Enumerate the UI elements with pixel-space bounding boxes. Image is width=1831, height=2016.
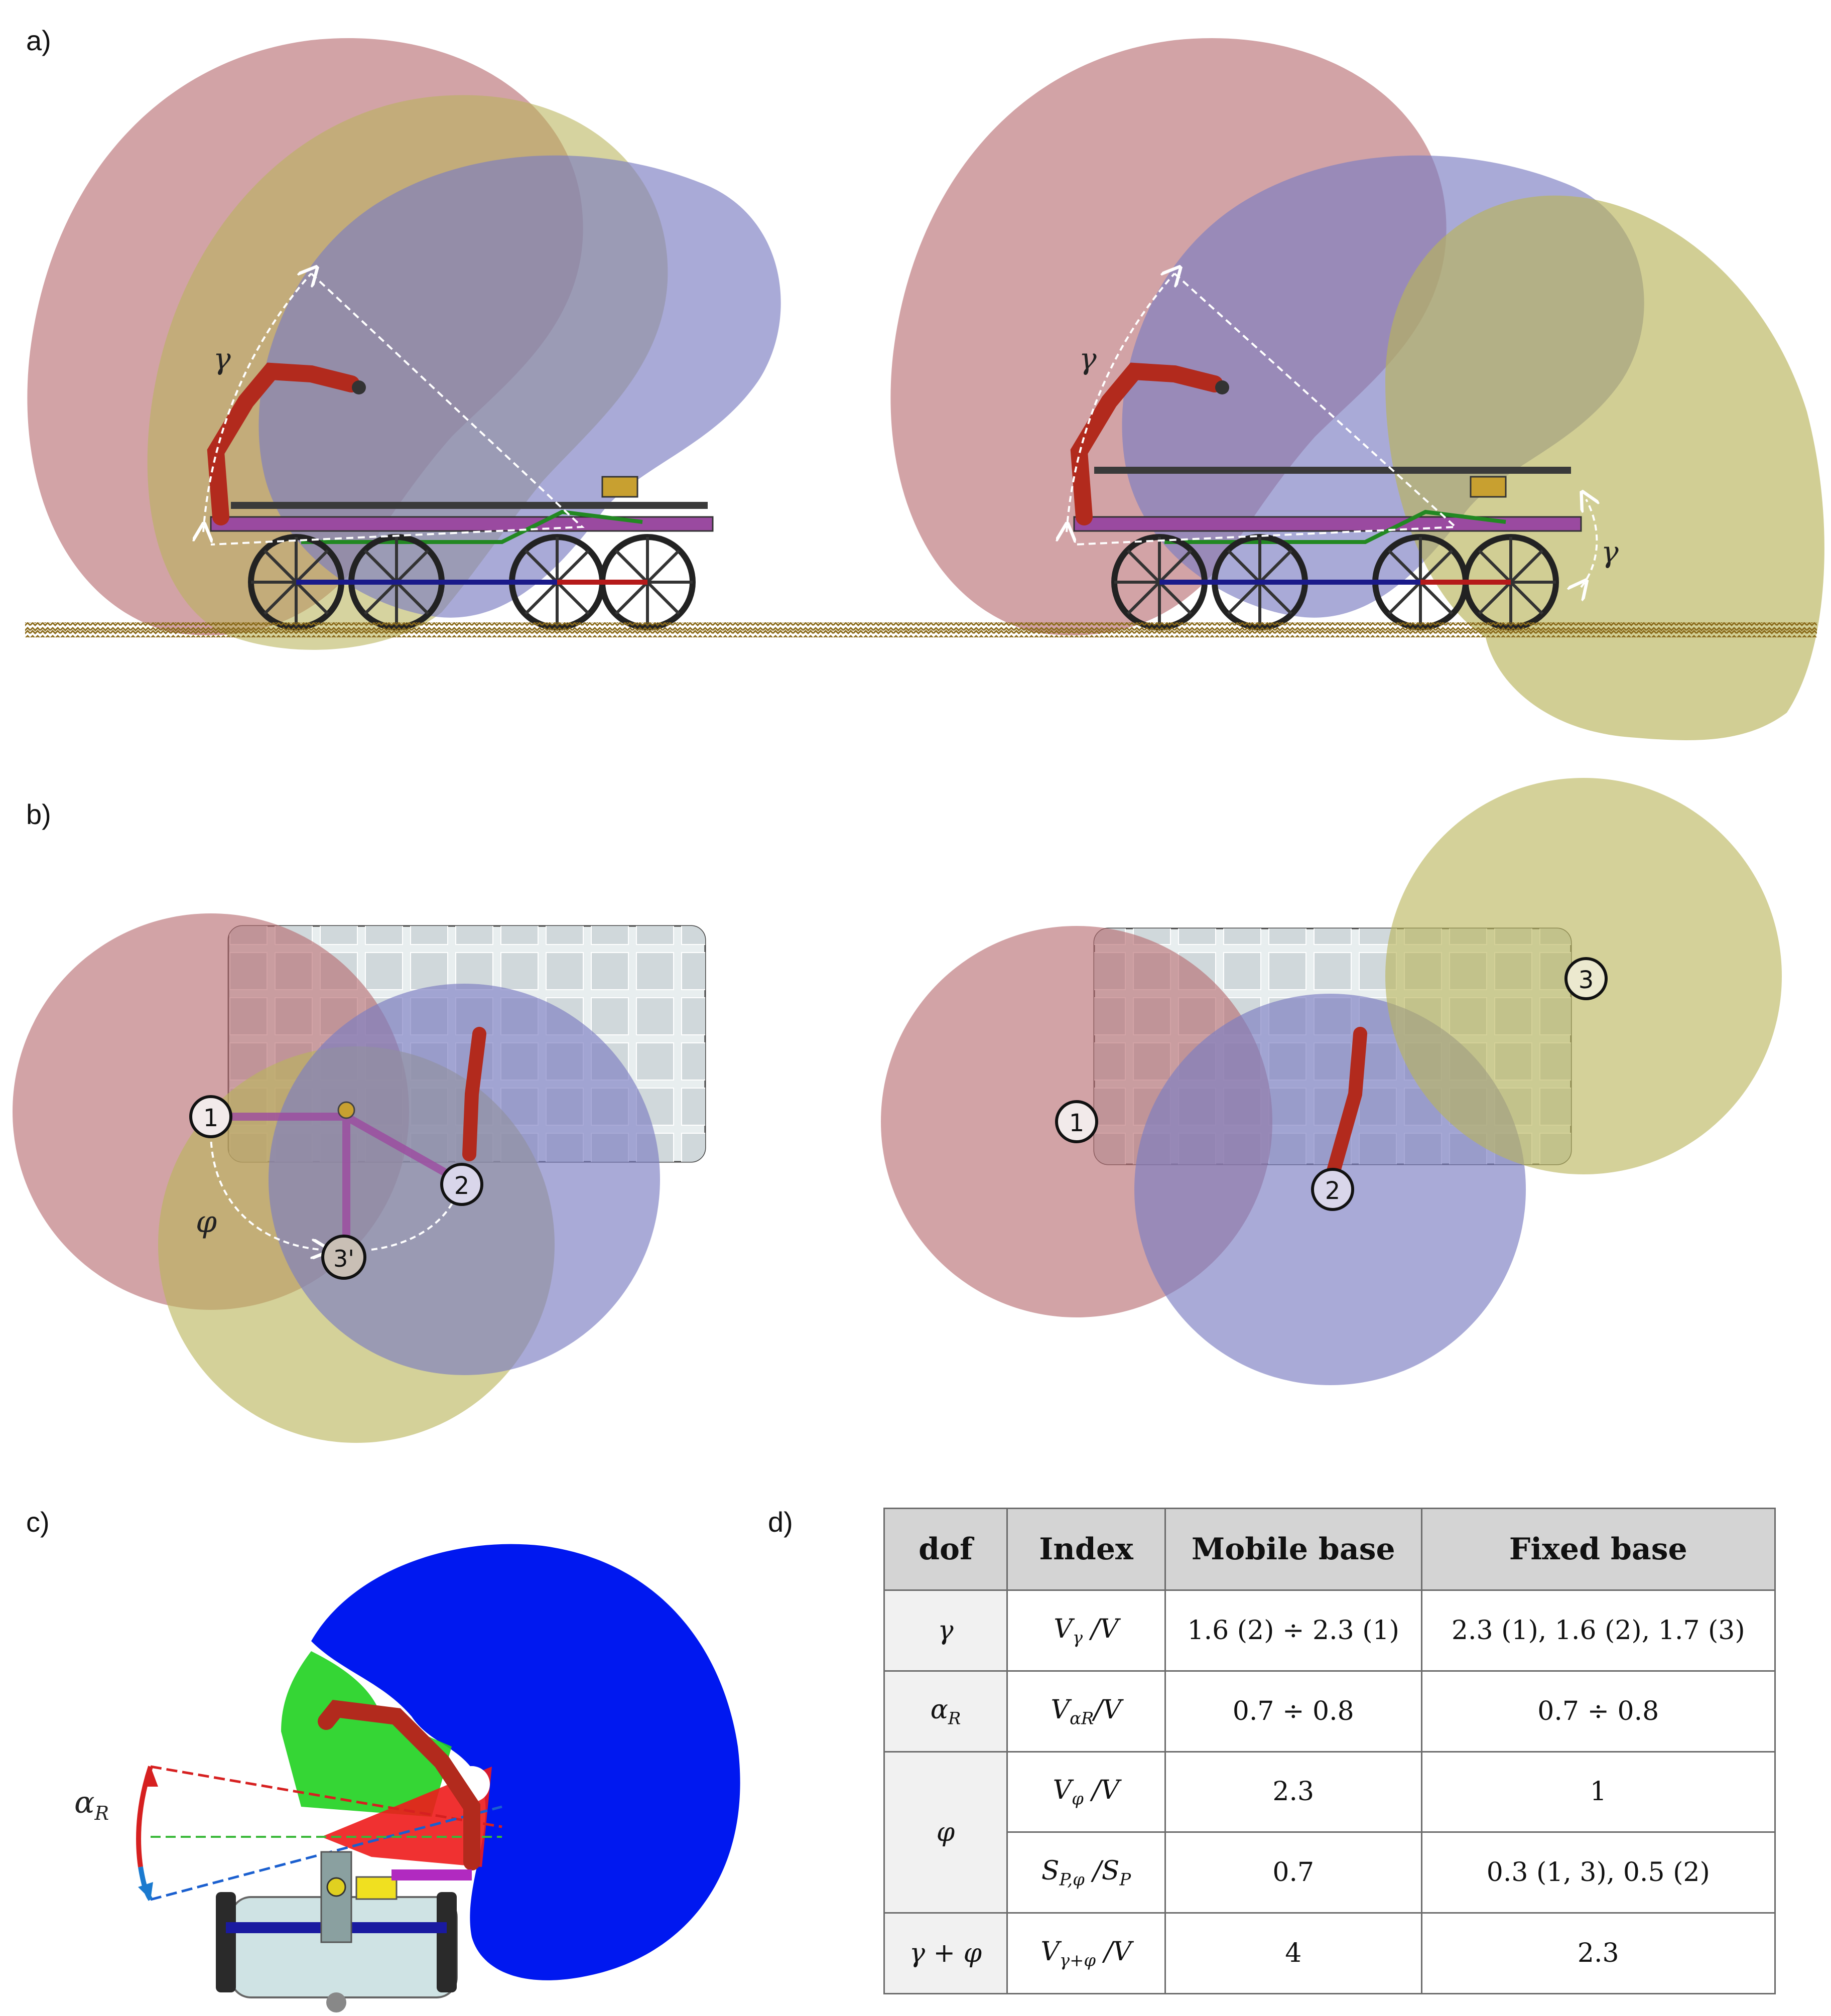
svg-text:3': 3'	[333, 1245, 354, 1272]
gamma-label-rear: γ	[1601, 535, 1619, 569]
fixed-base-value: 1	[1420, 1751, 1776, 1833]
mobile-base-value: 2.3	[1164, 1751, 1422, 1833]
fixed-base-value: 2.3 (1), 1.6 (2), 1.7 (3)	[1420, 1589, 1776, 1672]
panel-c-workspace	[136, 1544, 740, 2012]
gamma-label: γ	[213, 342, 231, 376]
dof-cell: γ	[883, 1589, 1008, 1672]
mobile-base-value: 0.7 ÷ 0.8	[1164, 1670, 1422, 1753]
workspace-region-olive	[1385, 195, 1824, 740]
panel-label-a: a)	[26, 25, 51, 56]
index-cell: SP,φ /SP	[1006, 1831, 1166, 1914]
robot-arm	[318, 1699, 480, 1870]
ground-surface	[25, 622, 908, 637]
svg-text:1: 1	[203, 1104, 219, 1132]
mobile-base-value: 0.7	[1164, 1831, 1422, 1914]
table-row: γ Vγ /V 1.6 (2) ÷ 2.3 (1) 2.3 (1), 1.6 (…	[883, 1589, 1776, 1672]
mobile-base-value: 1.6 (2) ÷ 2.3 (1)	[1164, 1589, 1422, 1672]
position-marker-3: 3	[1564, 957, 1608, 1000]
phi-rotation-indicator	[210, 1131, 321, 1250]
header-dof: dof	[883, 1508, 1008, 1591]
table-row: αR VαR/V 0.7 ÷ 0.8 0.7 ÷ 0.8	[883, 1670, 1776, 1753]
table-row: φ Vφ /V 2.3 1	[883, 1751, 1776, 1914]
rover-front-view	[216, 1851, 472, 2012]
position-marker-3-prime: 3'	[321, 1235, 366, 1280]
svg-text:2: 2	[1325, 1177, 1341, 1205]
workspace-cloud-red	[321, 1767, 492, 1867]
robot-arm	[462, 1027, 486, 1161]
position-marker-2: 2	[440, 1163, 483, 1206]
dof-cell: γ + φ	[883, 1912, 1008, 1994]
svg-text:2: 2	[454, 1172, 470, 1200]
index-cell: Vφ /V	[1006, 1751, 1166, 1833]
panel-a-left	[25, 38, 908, 650]
panel-a-right	[890, 38, 1824, 740]
gamma-rotation-indicator	[1067, 274, 1597, 587]
panel-label-b: b)	[26, 798, 51, 830]
gamma-label: γ	[1079, 342, 1097, 376]
table-row: SP,φ /SP 0.7 0.3 (1, 3), 0.5 (2)	[884, 1831, 1776, 1914]
table-row: γ + φ Vγ+φ /V 4 2.3	[883, 1912, 1776, 1994]
index-cell: Vγ+φ /V	[1006, 1912, 1166, 1994]
fixed-base-value: 0.3 (1, 3), 0.5 (2)	[1420, 1831, 1776, 1914]
position-marker-1: 1	[1055, 1100, 1098, 1143]
index-cell: Vγ /V	[1006, 1589, 1166, 1672]
mobile-base-value: 4	[1164, 1912, 1422, 1994]
gamma-rotation-indicator	[203, 274, 585, 546]
ground-surface	[903, 622, 1817, 637]
svg-text:3: 3	[1579, 966, 1594, 994]
header-index: Index	[1006, 1508, 1166, 1591]
workspace-cloud-blue	[311, 1544, 740, 1980]
panel-b-right	[881, 778, 1782, 1385]
dof-cell: αR	[883, 1670, 1008, 1753]
dof-comparison-table: dof Index Mobile base Fixed base γ Vγ /V…	[883, 1508, 1776, 1994]
panel-label-d: d)	[768, 1506, 793, 1538]
panel-b-left	[13, 913, 706, 1443]
alpha-r-label: αR	[74, 1785, 109, 1824]
svg-text:1: 1	[1069, 1109, 1085, 1137]
index-cell: VαR/V	[1006, 1670, 1166, 1753]
table-header-row: dof Index Mobile base Fixed base	[883, 1508, 1776, 1591]
fixed-base-value: 0.7 ÷ 0.8	[1420, 1670, 1776, 1753]
position-marker-2: 2	[1311, 1168, 1354, 1211]
header-mobile-base: Mobile base	[1164, 1508, 1422, 1591]
workspace-cloud-green	[281, 1651, 452, 1817]
panel-label-c: c)	[26, 1506, 50, 1538]
phi-label: φ	[196, 1204, 217, 1240]
robot-arm	[1326, 1027, 1367, 1181]
header-fixed-base: Fixed base	[1420, 1508, 1776, 1591]
fixed-base-value: 2.3	[1420, 1912, 1776, 1994]
position-marker-1: 1	[189, 1095, 232, 1138]
dof-cell: φ	[883, 1751, 1008, 1914]
